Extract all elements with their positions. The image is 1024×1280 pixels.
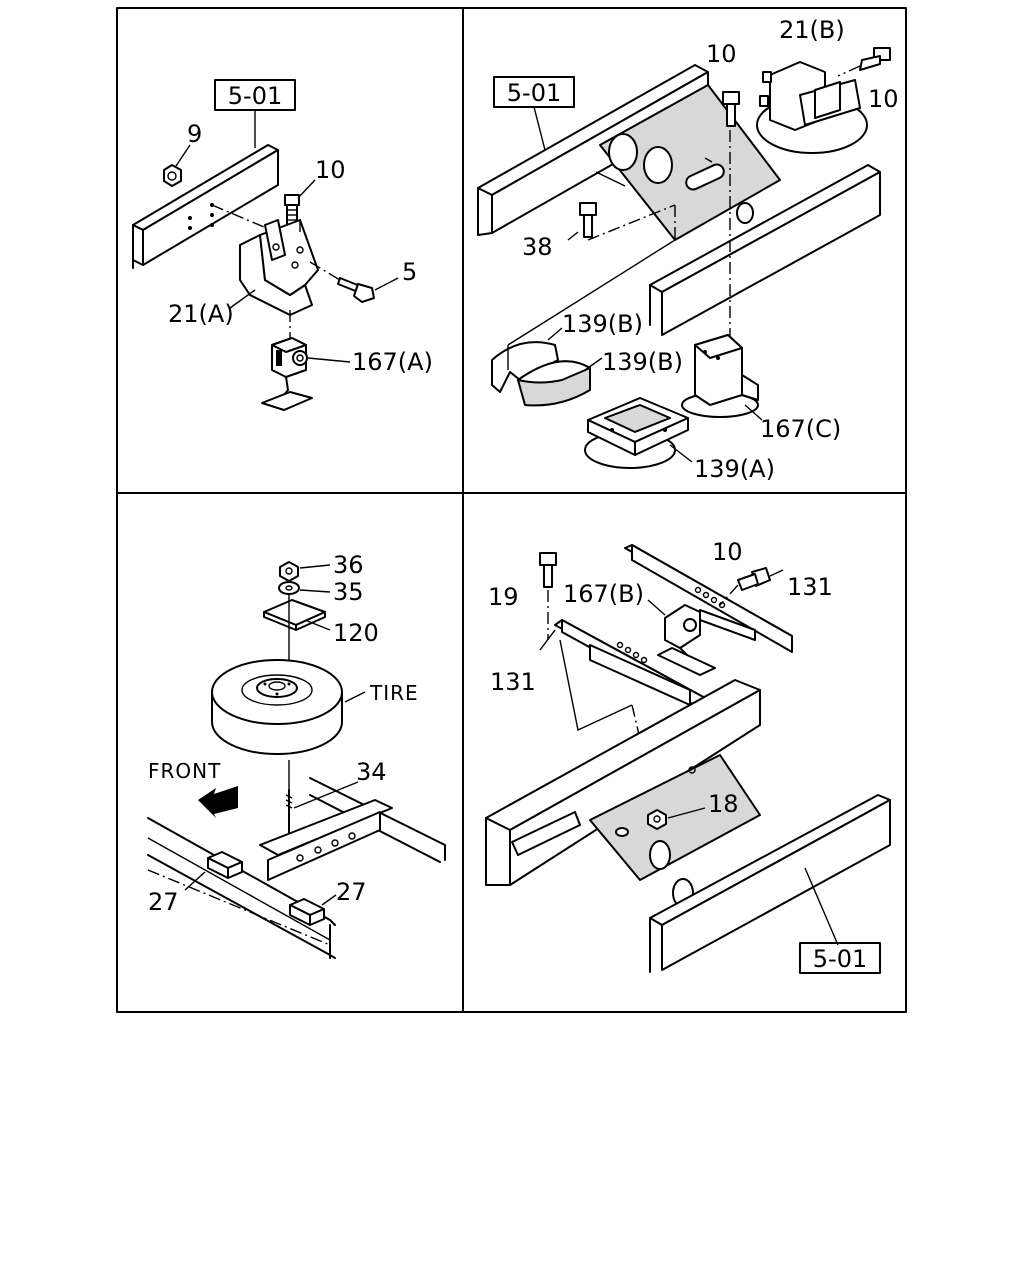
plate-139a	[584, 397, 689, 469]
label-9: 9	[187, 120, 202, 148]
label-167c: 167(C)	[760, 415, 841, 443]
panel-top-left	[132, 144, 399, 411]
frame-rail-lower	[649, 164, 881, 336]
front-arrow-icon	[198, 786, 238, 818]
label-21a: 21(A)	[168, 300, 234, 328]
bolt-19	[539, 552, 557, 588]
nut-36	[279, 561, 299, 582]
label-139b-lower: 139(B)	[602, 348, 683, 376]
bolt-10-lower	[737, 567, 771, 591]
block-27-right	[289, 898, 325, 926]
lock-167a	[261, 337, 313, 411]
label-18: 18	[708, 790, 739, 818]
ref-box-bottom-right: 5-01	[799, 942, 881, 974]
pad-139b-right	[517, 360, 591, 407]
label-139b-upper: 139(B)	[562, 310, 643, 338]
label-34: 34	[356, 758, 387, 786]
rail-131-left	[554, 619, 719, 719]
panel-top-right	[477, 47, 891, 469]
label-131-left: 131	[490, 668, 536, 696]
nut-9	[163, 164, 182, 187]
label-38: 38	[522, 233, 553, 261]
label-front: FRONT	[148, 759, 221, 783]
label-27-right: 27	[336, 878, 367, 906]
spare-tire	[211, 659, 343, 755]
bolt-10-center	[722, 91, 740, 127]
label-5: 5	[402, 258, 417, 286]
label-21b: 21(B)	[779, 16, 845, 44]
label-tire: TIRE	[369, 681, 419, 705]
label-120: 120	[333, 619, 379, 647]
rail-131-right	[624, 544, 793, 653]
ref-box-label: 5-01	[507, 79, 561, 107]
plate-120	[263, 599, 326, 631]
washer-35	[278, 581, 300, 595]
lock-167b	[657, 604, 716, 676]
label-10: 10	[315, 156, 346, 184]
diagram-frame	[116, 7, 907, 1013]
label-131-right: 131	[787, 573, 833, 601]
panel-bottom-left	[147, 561, 446, 959]
label-167a: 167(A)	[352, 348, 433, 376]
nut-18	[647, 809, 667, 830]
ref-box-top-left: 5-01	[214, 79, 296, 111]
label-19: 19	[488, 583, 519, 611]
label-10: 10	[712, 538, 743, 566]
chassis-frame	[485, 679, 891, 973]
ref-box-label: 5-01	[813, 945, 867, 973]
frame-rail-upper	[477, 64, 709, 236]
label-10-right: 10	[868, 85, 899, 113]
bolt-38	[579, 202, 597, 238]
bolt-5	[337, 277, 375, 303]
bolt-10	[284, 194, 300, 226]
bolt-10-right	[859, 47, 891, 71]
label-139a: 139(A)	[694, 455, 775, 483]
lock-167c	[681, 334, 759, 418]
block-27-left	[207, 851, 243, 879]
label-27-left: 27	[148, 888, 179, 916]
ref-box-top-right: 5-01	[493, 76, 575, 108]
label-36: 36	[333, 551, 364, 579]
chassis-frame	[147, 777, 446, 959]
bracket-21a	[239, 219, 319, 316]
label-167b: 167(B)	[563, 580, 644, 608]
panel-bottom-right	[485, 544, 891, 973]
label-35: 35	[333, 578, 364, 606]
label-10-center: 10	[706, 40, 737, 68]
mount-21b	[756, 61, 868, 154]
ref-box-label: 5-01	[228, 82, 282, 110]
